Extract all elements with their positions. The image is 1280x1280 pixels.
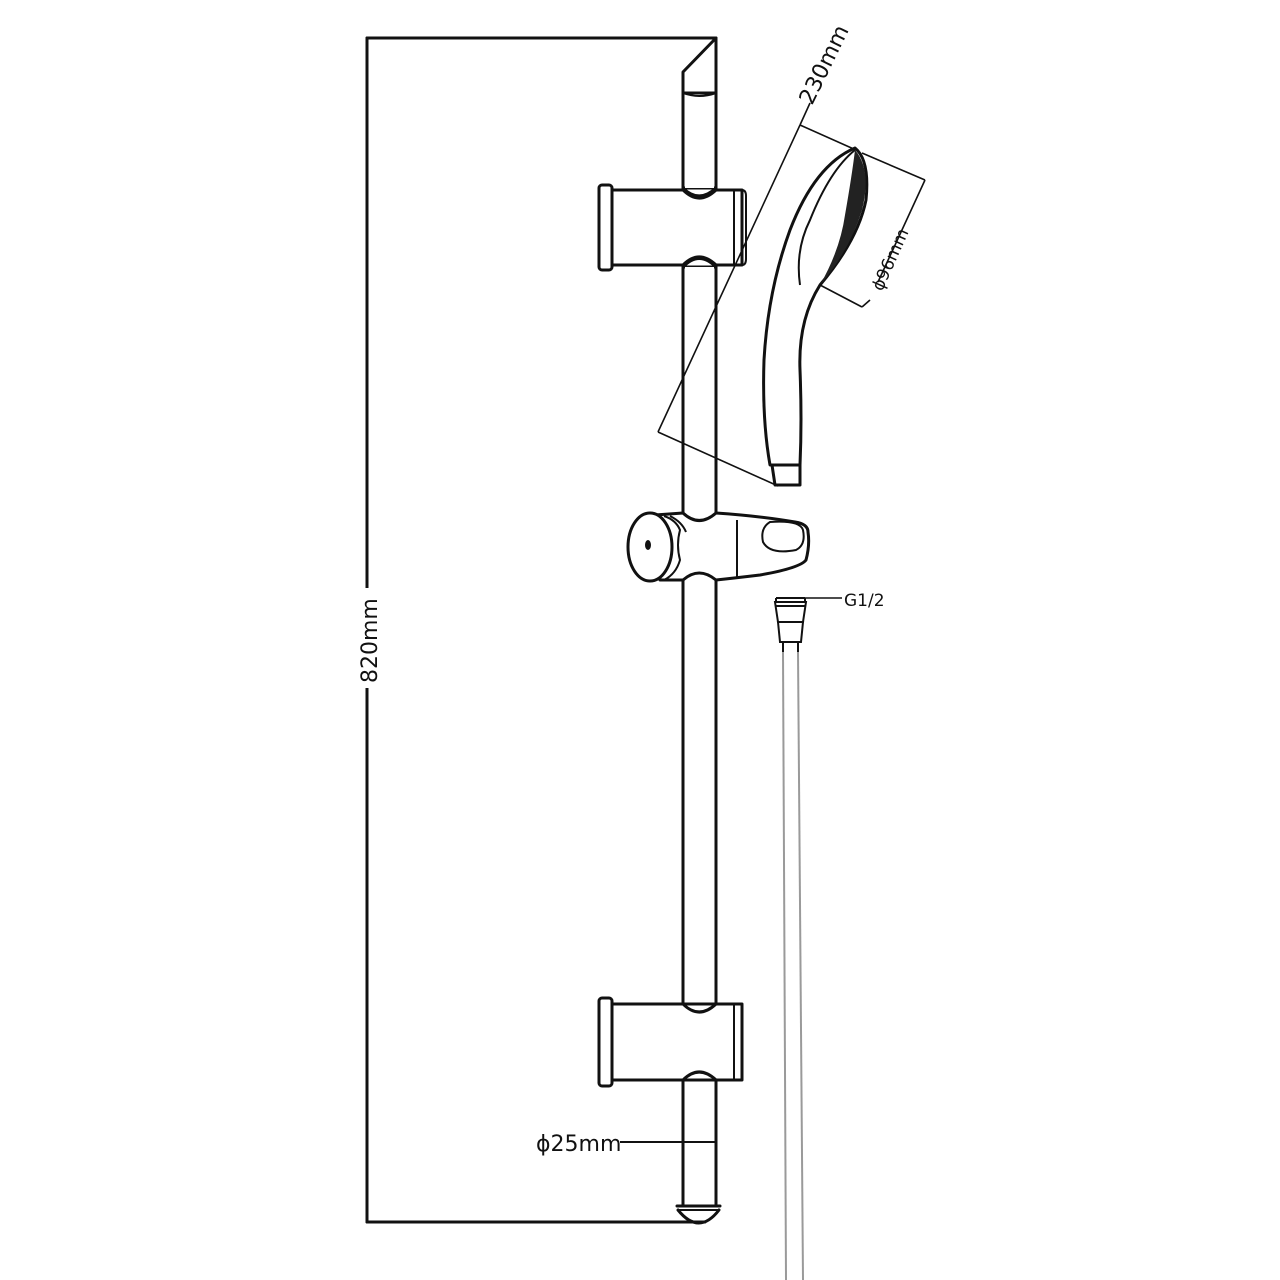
handset-holder [626, 511, 811, 583]
head-diameter-label: ϕ96mm [868, 226, 913, 294]
top-wall-bracket [597, 180, 747, 275]
rail-diameter-label: ϕ25mm [536, 1132, 621, 1157]
bottom-wall-bracket [597, 996, 744, 1088]
handset-length-label: 230mm [795, 21, 855, 108]
hose-thread-label: G1/2 [844, 591, 885, 611]
rail-length-dimension: 820mm [354, 36, 718, 1224]
hand-shower [762, 146, 869, 487]
shower-hose: G1/2 [773, 591, 885, 1280]
rail-length-label: 820mm [358, 598, 383, 683]
rail-diameter-dimension: ϕ25mm [536, 1132, 716, 1157]
